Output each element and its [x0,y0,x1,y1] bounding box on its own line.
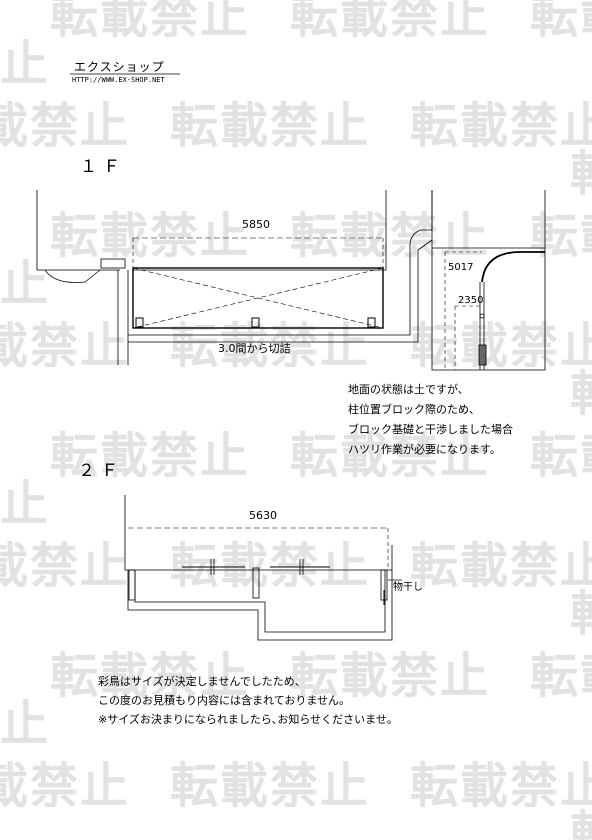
floor1-plan [36,190,546,371]
watermark-text: 転載禁止 [0,758,131,814]
watermark-text: 転載禁止 [290,648,491,704]
watermark-text: 転載禁止 [410,318,592,374]
watermark-fragment: 転 [570,370,592,418]
watermark-text: 転載禁止 [530,0,592,44]
watermark-fragment: 転 [570,590,592,638]
floor1-label: １Ｆ [80,157,126,177]
floor1-side-dimension-1: 5017 [448,262,474,273]
watermark-text: 転載禁止 [170,758,371,814]
floor1-note-line: 地面の状態は土ですが、 [348,383,469,396]
watermark-text: 転載禁止 [290,0,491,44]
floor2-drying-label: 物干し [393,582,423,593]
watermark-text: 転載禁止 [0,538,131,594]
watermark-text: 転載禁止 [290,428,491,484]
watermark-fragment: 止 [0,36,51,92]
watermark-fragment: 止 [0,476,51,532]
watermark-text: 転載禁止 [170,98,371,154]
watermark-text: 転載禁止 [410,758,592,814]
floor2-note-line: この度のお見積もり内容には含まれておりません。 [98,694,351,707]
watermark-text: 転載禁止 [50,648,251,704]
floor2-label: ２Ｆ [78,461,124,481]
floor1-note-line: 柱位置ブロック際のため、 [348,403,480,416]
watermark-text: 転載禁止 [170,318,371,374]
watermark-text: 転載禁止 [0,98,131,154]
floor1-note-line: ブロック基礎と干渉しました場合 [348,423,513,436]
floor2-notes: 彩鳥はサイズが決定しませんでしたため、 この度のお見積もり内容には含まれておりま… [98,672,398,729]
floor1-notes: 地面の状態は土ですが、 柱位置ブロック際のため、 ブロック基礎と干渉しました場合… [348,380,513,460]
watermark-text: 転載禁止 [50,0,251,44]
floor2-plan [124,495,402,641]
floor2-width-dimension: 5630 [249,509,277,522]
watermark-text: 転載禁止 [50,208,251,264]
floor2-note-line: 彩鳥はサイズが決定しませんでしたため、 [98,675,306,688]
shop-name: エクスショップ [74,60,165,74]
watermark-fragment: 転 [570,810,592,840]
watermark-text: 転載禁止 [170,538,371,594]
watermark-fragment: 転 [570,150,592,198]
watermark-text: 転載禁止 [410,98,592,154]
watermark-text: 転載禁止 [530,428,592,484]
watermark-text: 転載禁止 [530,648,592,704]
watermark-text: 転載禁止 [0,318,131,374]
watermark-fragment: 止 [0,256,51,312]
watermark-text: 転載禁止 [50,428,251,484]
shop-url: HTTP://WWW.EX-SHOP.NET [72,76,165,84]
floor1-note-line: ハツリ作業が必要になります。 [348,443,501,456]
watermark-text: 転載禁止 [410,538,592,594]
watermark-fragment: 止 [0,696,51,752]
floor2-note-line: ※サイズお決まりになられましたら､お知らせくださいませ。 [98,713,398,726]
floor1-cut-note: 3.0間から切詰 [218,342,291,355]
floor1-width-dimension: 5850 [242,218,270,231]
floor1-side-dimension-2: 2350 [458,295,484,306]
